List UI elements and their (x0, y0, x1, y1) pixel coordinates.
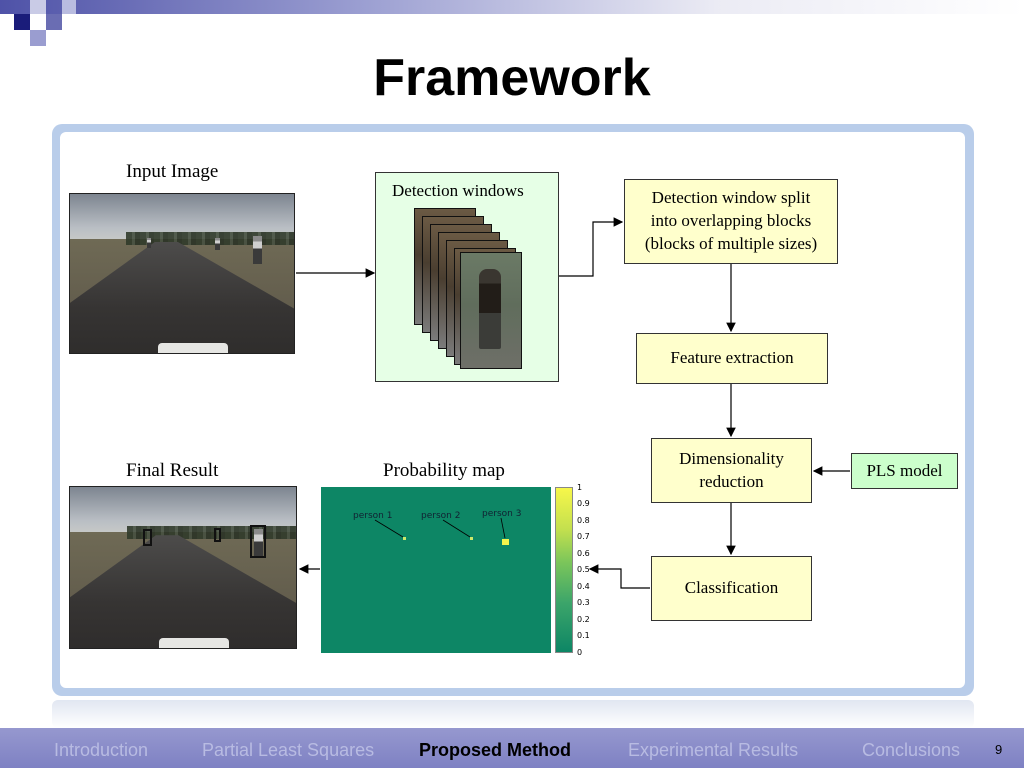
colorbar-tick: 0.6 (577, 549, 590, 558)
header-mask (0, 14, 1024, 62)
person-pointers (374, 517, 506, 539)
feature-extraction-box: Feature extraction (636, 333, 828, 384)
detection-window (460, 252, 522, 369)
dimensionality-reduction-box: Dimensionality reduction (651, 438, 812, 503)
header-square-deco (30, 30, 46, 46)
pedestrian-figure (479, 269, 501, 349)
frame-reflection (52, 700, 974, 728)
colorbar-tick: 0.4 (577, 582, 590, 591)
page-number: 9 (995, 742, 1003, 757)
footer-bar (0, 728, 1024, 768)
car-hood (158, 343, 229, 353)
header-square-deco (46, 14, 62, 30)
detection-box (143, 529, 152, 546)
colorbar-tick: 0.5 (577, 565, 590, 574)
person-2-label: person 2 (421, 511, 461, 521)
detection-windows-label: Detection windows (392, 181, 524, 200)
header-square-deco (30, 0, 46, 14)
colorbar (555, 487, 573, 653)
pedestrian-figure (215, 238, 220, 250)
input-image-label: Input Image (126, 161, 219, 182)
slide-title: Framework (373, 49, 651, 107)
colorbar-tick: 0 (577, 648, 583, 657)
probability-map: person 1 person 2 person 3 (321, 487, 551, 653)
colorbar-tick: 0.3 (577, 598, 590, 607)
detection-box (214, 528, 221, 542)
peak-marker (502, 539, 509, 545)
car-hood (159, 638, 230, 648)
input-image (69, 193, 295, 354)
person-1-label: person 1 (353, 511, 393, 521)
probability-map-label: Probability map (383, 460, 505, 481)
peak-marker (403, 537, 406, 540)
nav-conclusions[interactable]: Conclusions (862, 740, 961, 760)
colorbar-tick: 1 (577, 483, 583, 492)
detection-windows-panel: Detection windows (375, 172, 559, 382)
peak-marker (470, 537, 473, 540)
colorbar-tick: 0.8 (577, 516, 590, 525)
final-result-image (69, 486, 297, 649)
header-square-deco (62, 0, 76, 14)
classification-box: Classification (651, 556, 812, 621)
detection-box (250, 525, 266, 558)
pedestrian-figure (147, 238, 151, 248)
colorbar-tick: 0.7 (577, 532, 590, 541)
colorbar-tick: 0.9 (577, 499, 590, 508)
pedestrian-figure (253, 236, 262, 264)
nav-partial-least-squares[interactable]: Partial Least Squares (202, 740, 375, 760)
colorbar-tick: 0.2 (577, 615, 590, 624)
nav-proposed-method[interactable]: Proposed Method (419, 740, 571, 760)
nav-experimental-results[interactable]: Experimental Results (628, 740, 799, 760)
pedestrian-figure (254, 529, 263, 557)
pls-model-box: PLS model (851, 453, 958, 489)
header-square-deco (14, 14, 30, 30)
nav-introduction[interactable]: Introduction (54, 740, 149, 760)
final-result-label: Final Result (126, 460, 219, 481)
block-split-box: Detection window split into overlapping … (624, 179, 838, 264)
person-3-label: person 3 (482, 509, 522, 519)
colorbar-tick: 0.1 (577, 631, 590, 640)
